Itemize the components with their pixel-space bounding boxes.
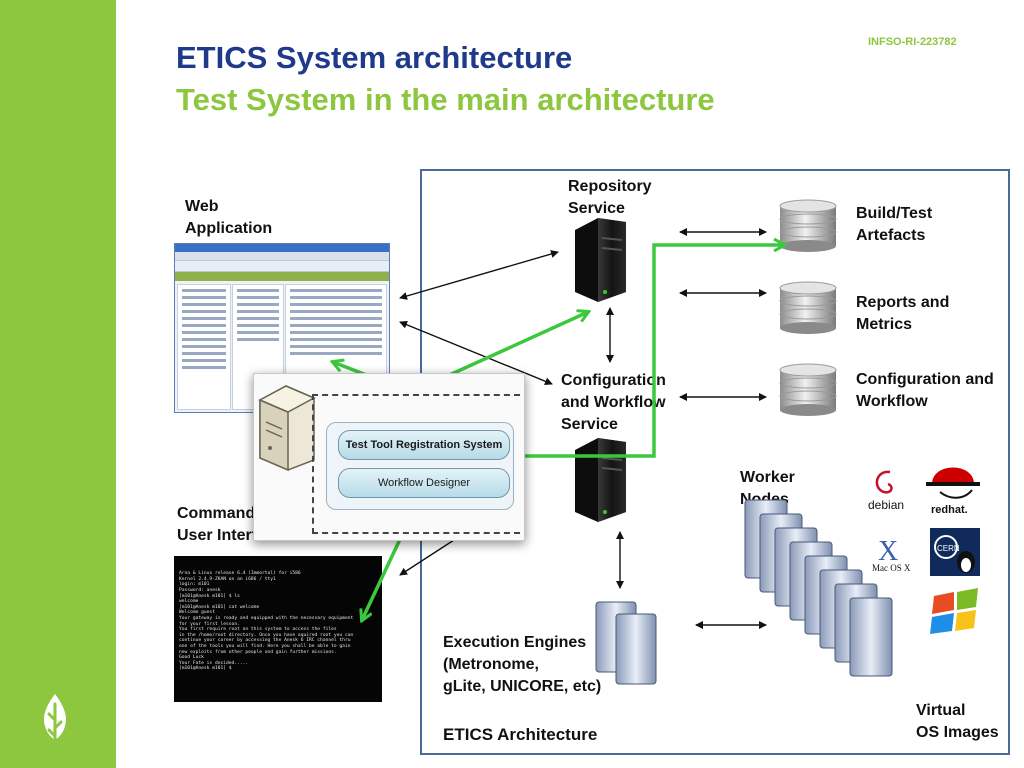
database-icon-config xyxy=(779,363,837,416)
windows-icon xyxy=(930,588,978,634)
redhat-icon: redhat. xyxy=(926,467,980,516)
database-icon-build xyxy=(779,199,837,252)
debian-icon: debian xyxy=(868,470,904,512)
engines-label: Execution Engines(Metronome,gLite, UNICO… xyxy=(443,634,602,695)
command-line-screenshot: Arna & Linux release 6.4 (Immortal) for … xyxy=(174,556,382,702)
database-icon-reports xyxy=(779,281,837,334)
svg-text:CERN: CERN xyxy=(937,544,960,553)
page-subtitle: Test System in the main architecture xyxy=(176,82,715,117)
cern-linux-icon: CERN xyxy=(930,528,980,576)
sprout-logo-icon xyxy=(44,694,66,754)
repository-server-icon xyxy=(575,218,626,302)
macos-icon: X Mac OS X xyxy=(872,536,911,573)
test-system-boundary xyxy=(312,394,520,534)
configuration-server-icon xyxy=(575,438,626,522)
project-reference: INFSO-RI-223782 xyxy=(868,36,957,48)
svg-text:debian: debian xyxy=(868,498,904,512)
green-sidebar xyxy=(0,0,116,768)
test-system-overlay: Test Tool Registration System Workflow D… xyxy=(253,373,525,541)
svg-text:Mac OS X: Mac OS X xyxy=(872,563,911,573)
architecture-caption: ETICS Architecture xyxy=(443,725,598,744)
svg-text:X: X xyxy=(878,536,898,567)
worker-nodes-icon xyxy=(744,499,893,677)
workflow-designer-button[interactable]: Workflow Designer xyxy=(338,468,510,498)
execution-engine-icon xyxy=(595,601,657,685)
registration-system-button[interactable]: Test Tool Registration System xyxy=(338,430,510,460)
page-title: ETICS System architecture xyxy=(176,40,573,75)
svg-text:redhat.: redhat. xyxy=(931,504,968,516)
server-icon xyxy=(258,385,316,472)
